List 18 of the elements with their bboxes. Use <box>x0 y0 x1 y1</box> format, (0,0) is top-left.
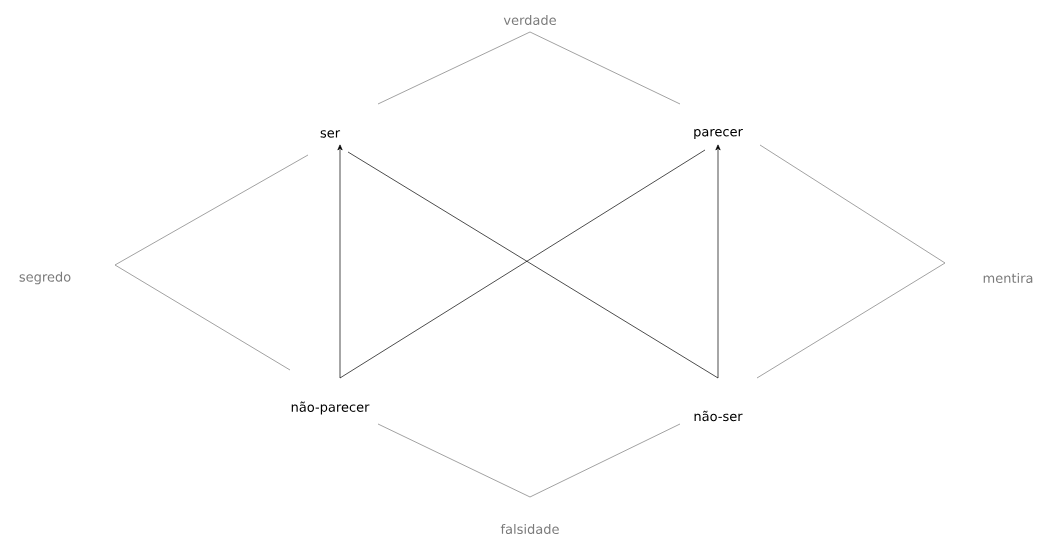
connector-line <box>756 262 946 379</box>
meta-term-label: segredo <box>19 271 71 285</box>
meta-term-label: mentira <box>983 272 1033 284</box>
connector-line <box>377 423 531 498</box>
term-label: ser <box>320 130 341 138</box>
connector-line <box>715 144 721 379</box>
connector-line <box>529 423 681 498</box>
term-label: parecer <box>694 129 743 139</box>
connector-line <box>529 31 681 105</box>
meta-term-label: falsidade <box>500 523 559 535</box>
connector-line <box>759 144 946 264</box>
term-label: não-parecer <box>291 401 370 415</box>
connector-line <box>114 154 309 266</box>
connector-line <box>337 144 343 379</box>
connector-line <box>377 31 531 105</box>
connector-line <box>114 264 291 371</box>
meta-term-label: verdade <box>503 14 556 26</box>
term-label: não-ser <box>694 410 743 422</box>
